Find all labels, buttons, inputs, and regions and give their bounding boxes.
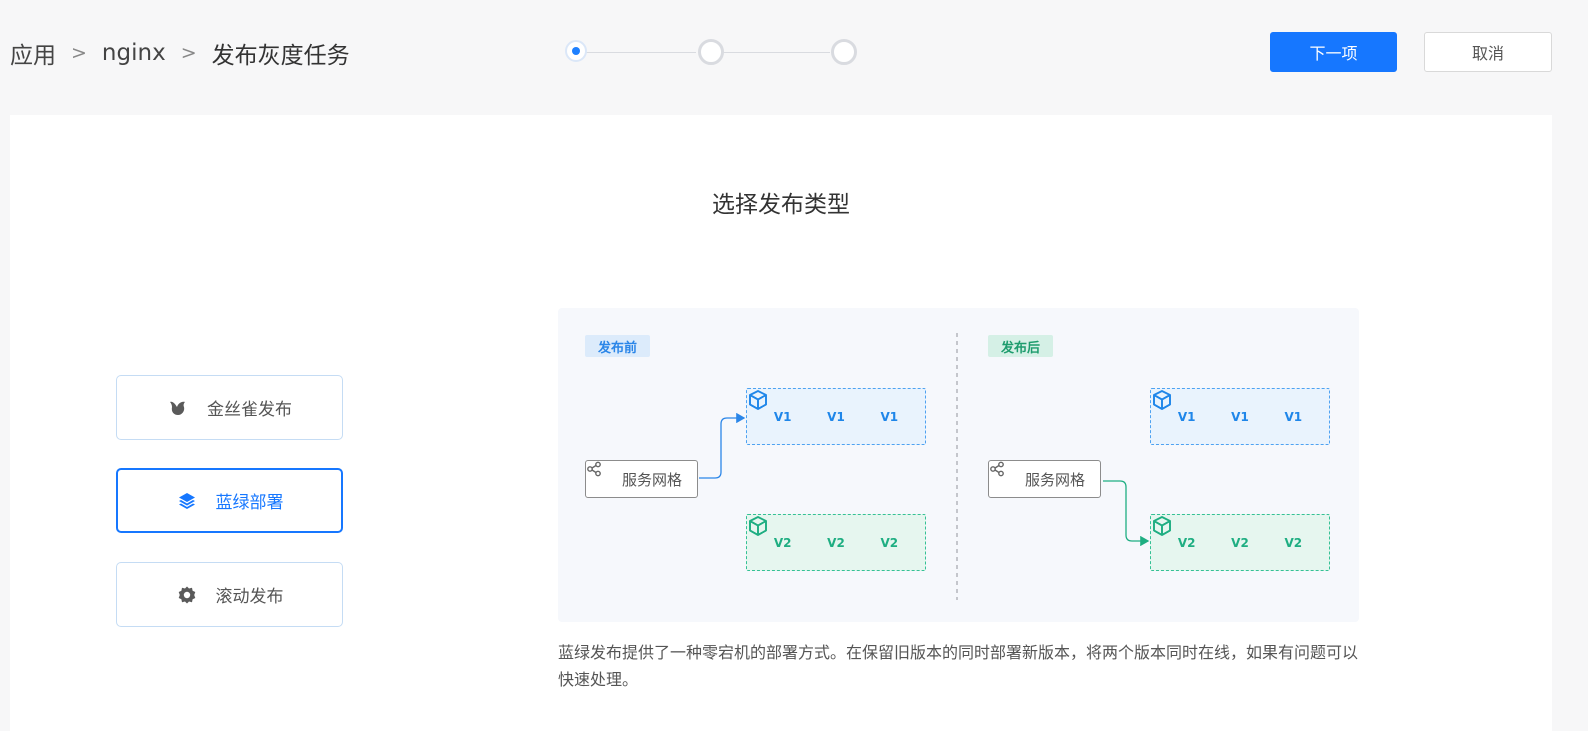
version-label: V2 [1177,535,1196,550]
layers-icon [176,490,198,512]
version-label: V1 [1231,409,1249,424]
cancel-button[interactable]: 取消 [1424,32,1552,72]
version-item: V2 [749,516,792,550]
version-label: V1 [880,409,899,424]
cube-icon [1153,516,1171,536]
share-icon [990,461,1016,487]
option-label: 金丝雀发布 [207,400,292,420]
service-mesh-node-after: 服务网格 [988,460,1101,498]
version-item: V1 [1153,390,1196,424]
option-label: 蓝绿部署 [215,493,284,513]
version-label: V2 [827,535,845,550]
version-item: V2 [1153,516,1196,550]
breadcrumb-item-app[interactable]: 应用 [10,43,56,69]
version-label: V2 [1231,535,1249,550]
version-label: V1 [827,409,845,424]
tag-after-release: 发布后 [988,335,1054,357]
step-1-current [565,40,587,62]
share-icon [587,461,613,487]
cube-icon [1153,390,1171,410]
step-2 [698,39,724,65]
version-label: V1 [1284,409,1303,424]
service-mesh-node-before: 服务网格 [585,460,698,498]
option-blue-green-deploy[interactable]: 蓝绿部署 [116,468,343,533]
service-mesh-label: 服务网格 [622,470,683,489]
breadcrumb: 应用 > nginx > 发布灰度任务 [10,36,350,70]
version-item: V2 [1153,516,1249,550]
next-button[interactable]: 下一项 [1270,32,1397,72]
version-item: V2 [749,516,899,550]
option-rolling-release[interactable]: 滚动发布 [116,562,343,627]
version-item: V1 [749,390,899,424]
breadcrumb-item-nginx[interactable]: nginx [101,40,166,66]
version-item: V2 [1153,516,1303,550]
version-label: V1 [773,409,792,424]
version-label: V2 [880,535,899,550]
v2-group-after: V2 V2 V2 [1150,514,1330,571]
gear-icon [176,584,198,606]
route-arrow-before [699,412,746,479]
version-item: V1 [749,390,845,424]
cube-icon [749,516,767,536]
tag-before-release: 发布前 [585,335,651,357]
version-item: V1 [749,390,792,424]
option-label: 滚动发布 [215,587,284,607]
version-item: V2 [749,516,845,550]
version-label: V2 [773,535,792,550]
version-label: V2 [1284,535,1303,550]
step-connector [719,52,830,53]
main-card: 选择发布类型 金丝雀发布 蓝绿部署 滚动发布 发布前 发布后 [10,115,1552,731]
page-title: 选择发布类型 [712,192,850,218]
release-type-description: 蓝绿发布提供了一种零宕机的部署方式。在保留旧版本的同时部署新版本，将两个版本同时… [558,643,1359,689]
blue-green-diagram: 发布前 发布后 服务网格 V1 V1 V1 V2 V2 V2 服务网格 V1 [558,308,1359,622]
version-item: V1 [1153,390,1249,424]
step-3 [831,39,857,65]
step-connector [585,52,696,53]
option-canary-release[interactable]: 金丝雀发布 [116,375,343,440]
v2-group-before: V2 V2 V2 [746,514,926,571]
cube-icon [749,390,767,410]
v1-group-after: V1 V1 V1 [1150,388,1330,445]
breadcrumb-item-current: 发布灰度任务 [211,43,350,69]
step-indicator [561,38,857,68]
bird-icon [167,397,189,419]
version-label: V1 [1177,409,1196,424]
breadcrumb-separator: > [180,42,197,64]
service-mesh-label: 服务网格 [1025,470,1086,489]
breadcrumb-separator: > [71,42,87,64]
v1-group-before: V1 V1 V1 [746,388,926,445]
route-arrow-after [1103,480,1150,547]
diagram-connectors [699,333,1150,600]
version-item: V1 [1153,390,1303,424]
